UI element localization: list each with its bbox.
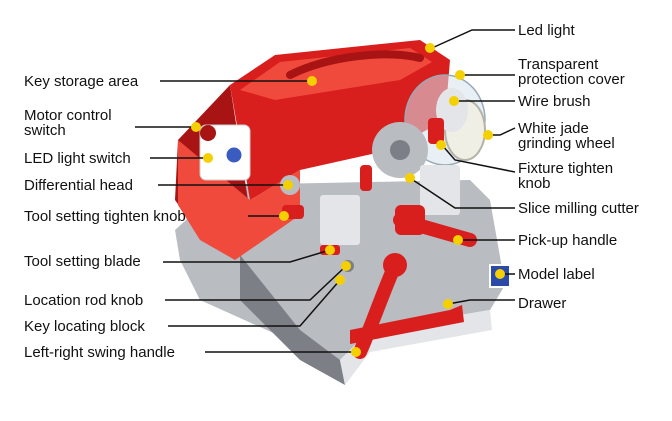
label-key-block: Key locating block [24,319,145,334]
leader-drawer [447,299,515,305]
dot-tool-blade [325,245,335,255]
leader-led-light [431,29,515,49]
led-switch-button [223,144,245,166]
fixture-knob [428,118,444,144]
label-model-label: Model label [518,267,595,282]
key-storage-lid [240,48,432,100]
label-motor-switch: Motor control switch [24,108,112,138]
dot-location-knob [341,261,351,271]
lid-handle [286,50,424,79]
label-tool-blade: Tool setting blade [24,254,141,269]
callout-dots [191,43,505,357]
dot-pickup-handle [453,235,463,245]
label-tool-blade-text: Tool setting blade [24,253,141,270]
leader-lines [135,29,516,353]
drawer [350,305,464,344]
dot-drawer [443,299,453,309]
leader-milling-cutter [409,177,515,209]
label-fixture-knob-line1: Fixture tighten [518,160,614,177]
label-tool-knob: Tool setting tighten knob [24,209,186,224]
label-pickup-handle-text: Pick-up handle [518,232,618,249]
dot-key-storage [307,76,317,86]
label-milling-cutter: Slice milling cutter [518,201,639,216]
label-drawer-text: Drawer [518,295,567,312]
label-drawer: Drawer [518,296,566,311]
label-grinding-wheel: White jade grinding wheel [518,121,615,151]
dot-milling-cutter [405,173,415,183]
leader-tool-blade [163,249,331,263]
pickup-handle-grip [395,205,425,235]
wire-brush [436,88,468,132]
label-fixture-knob: Fixture tighten knob [518,161,613,191]
label-led-light: Led light [518,23,575,38]
label-transparent-cover: Transparent protection cover [518,57,625,87]
dot-grinding-wheel [483,130,493,140]
label-motor-switch-line1: Motor control [24,107,112,124]
label-grinding-wheel-line2: grinding wheel [518,135,615,152]
label-key-block-text: Key locating block [24,318,145,335]
milling-cutter-hub [390,140,410,160]
dot-tool-knob [279,211,289,221]
label-led-light-text: Led light [518,22,575,39]
leader-fixture-knob [441,144,516,173]
label-led-switch: LED light switch [24,151,131,166]
label-key-storage: Key storage area [24,74,138,89]
label-pickup-handle: Pick-up handle [518,233,617,248]
dot-led-switch [203,153,213,163]
label-location-knob: Location rod knob [24,293,143,308]
label-key-storage-text: Key storage area [24,73,139,90]
label-differential-head: Differential head [24,178,133,193]
label-fixture-knob-line2: knob [518,175,551,192]
label-grinding-wheel-line1: White jade [518,120,589,137]
label-wire-brush-text: Wire brush [518,93,591,110]
label-led-switch-text: LED light switch [24,150,131,167]
label-transparent-cover-line1: Transparent [518,56,599,73]
leader-location-knob [165,265,347,301]
label-swing-handle-text: Left-right swing handle [24,344,175,361]
dot-motor-switch [191,122,201,132]
label-motor-switch-line2: switch [24,122,66,139]
fixture-knob-2 [360,165,372,191]
label-transparent-cover-line2: protection cover [518,71,625,88]
dot-model-label [495,269,505,279]
dot-led-light [425,43,435,53]
right-clamp [420,165,460,215]
dot-wire-brush [449,96,459,106]
label-differential-head-text: Differential head [24,177,133,194]
label-swing-handle: Left-right swing handle [24,345,175,360]
swing-handle-ball [383,253,407,277]
label-model-label-text: Model label [518,266,595,283]
label-location-knob-text: Location rod knob [24,292,144,309]
dot-swing-handle [351,347,361,357]
dot-differential-head [283,180,293,190]
motor-switch-knob [200,125,216,141]
left-clamp [320,195,360,245]
label-milling-cutter-text: Slice milling cutter [518,200,639,217]
dot-fixture-knob [436,140,446,150]
leader-key-block [168,279,341,327]
key-cutting-machine [175,40,511,385]
dot-transparent-cover [455,70,465,80]
label-tool-knob-text: Tool setting tighten knob [24,208,186,225]
label-wire-brush: Wire brush [518,94,591,109]
dot-key-block [335,275,345,285]
